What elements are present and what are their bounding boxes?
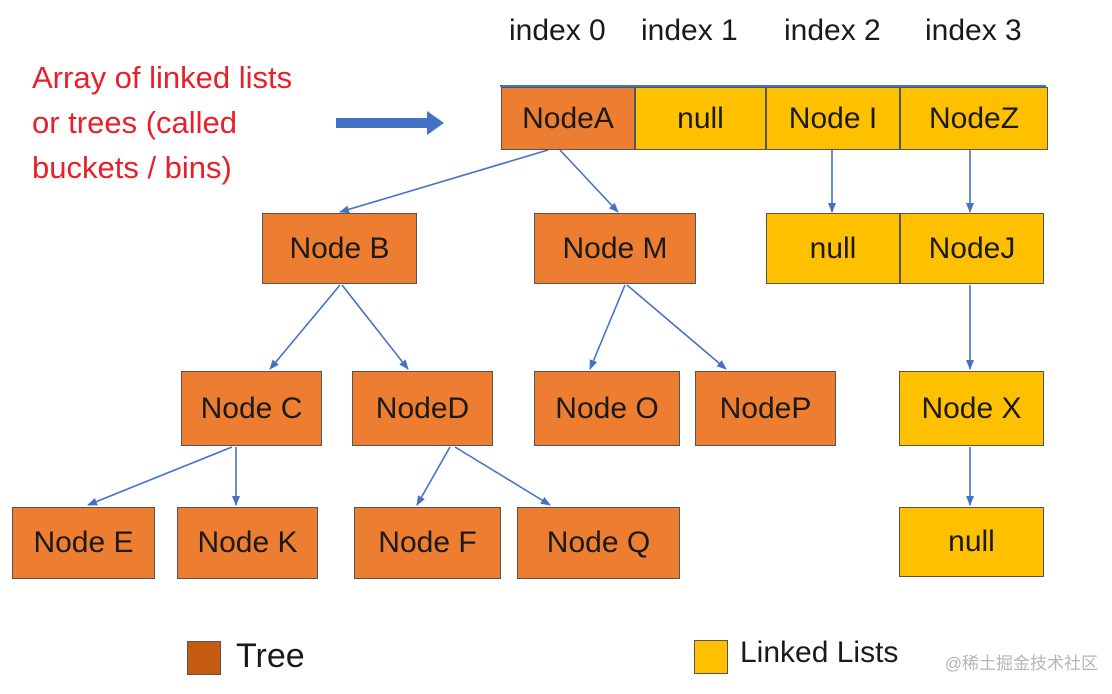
- tree-node-f: Node F: [354, 507, 501, 579]
- tree-node-d-label: NodeD: [375, 391, 470, 425]
- array-cell-0: NodeA: [501, 87, 635, 150]
- tree-node-p-label: NodeP: [719, 391, 812, 425]
- tree-node-q: Node Q: [517, 507, 680, 579]
- tree-node-f-label: Node F: [378, 526, 477, 559]
- edge-a-m: [559, 149, 619, 213]
- caption-line-1: Array of linked lists: [32, 60, 293, 95]
- list-node-x-label: Node X: [921, 391, 1022, 425]
- watermark: @稀土掘金技术社区: [944, 654, 1098, 673]
- list-node-x: Node X: [899, 371, 1044, 446]
- edge-d-f: [416, 446, 451, 506]
- list-node-null-b-label: null: [948, 525, 995, 558]
- edge-c-e: [87, 446, 233, 506]
- tree-node-p: NodeP: [695, 371, 836, 446]
- array-cell-1: null: [635, 87, 766, 150]
- tree-node-c: Node C: [181, 371, 322, 446]
- tree-node-c-label: Node C: [200, 391, 303, 425]
- array-caption: Array of linked lists or trees (called b…: [32, 55, 352, 190]
- tree-node-k: Node K: [177, 507, 318, 579]
- tree-node-q-label: Node Q: [546, 526, 651, 559]
- edge-b-d: [341, 284, 409, 370]
- array-cell-3-label: NodeZ: [928, 101, 1020, 135]
- legend-tree-swatch: [187, 641, 221, 675]
- tree-node-o: Node O: [534, 371, 680, 446]
- index-2-label: index 2: [784, 14, 881, 47]
- tree-node-o-label: Node O: [555, 391, 659, 425]
- tree-node-k-label: Node K: [197, 526, 298, 559]
- array-cell-2-label: Node I: [788, 101, 878, 135]
- list-node-j: NodeJ: [900, 213, 1044, 284]
- list-node-j-label: NodeJ: [928, 231, 1016, 265]
- edge-m-p: [626, 284, 727, 370]
- edge-m-o: [589, 284, 626, 370]
- tree-node-b: Node B: [262, 213, 417, 284]
- caption-arrow-head: [427, 111, 444, 135]
- array-cell-1-label: null: [677, 101, 724, 135]
- array-cell-3: NodeZ: [900, 87, 1048, 150]
- tree-node-b-label: Node B: [289, 231, 390, 265]
- legend-tree-label: Tree: [236, 637, 305, 675]
- edge-d-q: [454, 446, 551, 506]
- caption-line-2: or trees (called: [32, 105, 238, 140]
- caption-arrow: [336, 111, 444, 135]
- tree-node-m-label: Node M: [562, 231, 668, 265]
- edge-a-b: [339, 149, 549, 214]
- caption-line-3: buckets / bins): [32, 150, 232, 185]
- tree-node-e: Node E: [12, 507, 155, 579]
- tree-node-d: NodeD: [352, 371, 493, 446]
- list-node-null-a-label: null: [809, 231, 857, 265]
- caption-arrow-shaft: [336, 118, 430, 128]
- index-1-label: index 1: [641, 14, 738, 47]
- array-cell-0-label: NodeA: [522, 101, 614, 135]
- array-cell-2: Node I: [766, 87, 900, 150]
- legend-linked-lists-swatch: [694, 640, 728, 674]
- tree-node-m: Node M: [534, 213, 696, 284]
- edge-b-c: [269, 284, 341, 370]
- index-0-label: index 0: [509, 14, 606, 47]
- tree-node-e-label: Node E: [33, 526, 134, 559]
- list-node-null-b: null: [899, 507, 1044, 577]
- legend-linked-lists-label: Linked Lists: [740, 636, 899, 669]
- index-3-label: index 3: [925, 14, 1022, 47]
- list-node-null-a: null: [766, 213, 900, 284]
